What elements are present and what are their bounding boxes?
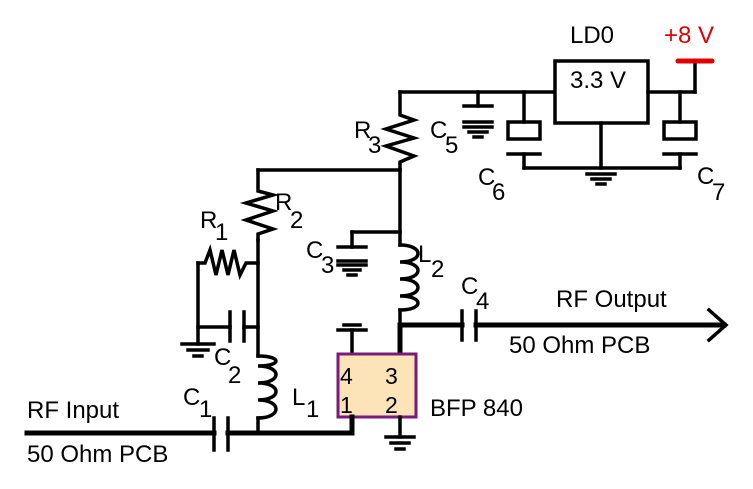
capacitor-c3: [336, 245, 368, 263]
pin-3-label: 3: [385, 363, 398, 389]
r1-index: 1: [215, 219, 228, 246]
r3-label: R: [354, 117, 371, 144]
resistor-r2: [239, 168, 280, 242]
c1-index: 1: [199, 396, 212, 423]
pin-2-label: 2: [385, 392, 398, 418]
c5-label: C: [430, 117, 447, 144]
l2-label: L: [418, 241, 431, 268]
r2-index: 2: [290, 207, 303, 234]
regulator-name: LD0: [570, 22, 614, 49]
c1-label: C: [183, 384, 200, 411]
l1-index: 1: [306, 396, 319, 423]
resistor-r1: [196, 244, 260, 281]
capacitor-c5: [462, 104, 494, 124]
c3-label: C: [306, 237, 323, 264]
c6-index: 6: [492, 179, 505, 206]
regulator-voltage: 3.3 V: [570, 67, 626, 94]
rf-output-label: RF Output: [556, 286, 667, 313]
transistor-label: BFP 840: [430, 395, 523, 422]
transistor-bfp840: [336, 352, 418, 419]
capacitor-c6: [506, 120, 542, 141]
c6-label: C: [478, 164, 495, 191]
ldo-regulator: [553, 59, 650, 125]
l1-label: L: [292, 384, 305, 411]
ground-icon: [180, 342, 216, 358]
output-arrow-icon: [706, 307, 729, 343]
ground-icon: [585, 172, 617, 186]
c4-index: 4: [476, 288, 489, 315]
pin-1-label: 1: [340, 392, 353, 418]
pin-4-label: 4: [340, 363, 353, 389]
capacitor-c2: [228, 310, 246, 343]
c5-index: 5: [445, 132, 458, 159]
inductor-l2: [398, 243, 420, 312]
resistor-r3: [380, 90, 421, 172]
r3-index: 3: [368, 132, 381, 159]
r1-label: R: [200, 207, 217, 234]
ground-icon: [336, 323, 368, 332]
c2-index: 2: [228, 362, 241, 389]
r2-label: R: [275, 189, 292, 216]
ground-icon: [336, 263, 368, 277]
c3-index: 3: [321, 252, 334, 279]
l2-index: 2: [431, 256, 444, 283]
c2-label: C: [214, 344, 231, 371]
rf-input-pcb-label: 50 Ohm PCB: [27, 441, 168, 468]
rf-input-label: RF Input: [27, 397, 119, 424]
c7-label: C: [697, 163, 714, 190]
supply-label: +8 V: [664, 22, 714, 49]
capacitor-c7: [662, 120, 698, 141]
c7-index: 7: [712, 179, 725, 206]
c4-label: C: [461, 273, 478, 300]
ground-icon: [384, 435, 416, 451]
ground-icon: [462, 125, 494, 139]
rf-output-pcb-label: 50 Ohm PCB: [509, 332, 650, 359]
inductor-l1: [256, 354, 278, 420]
